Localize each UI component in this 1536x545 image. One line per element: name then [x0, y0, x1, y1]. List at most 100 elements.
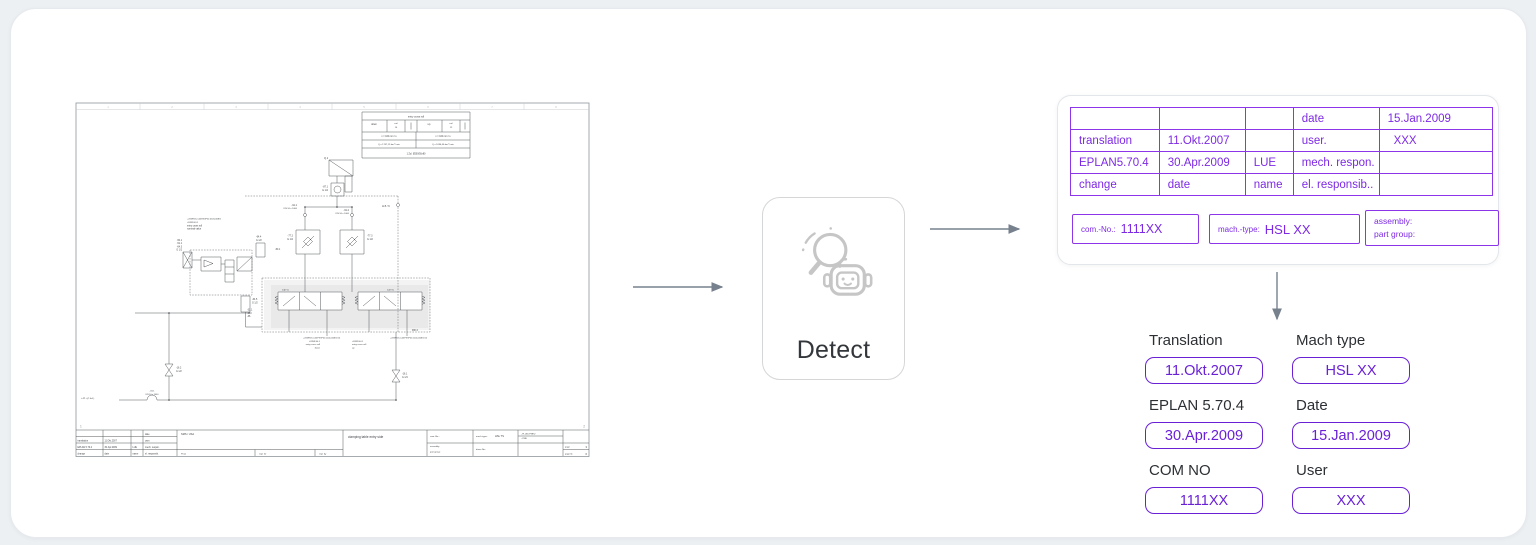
field-date: Date 15.Jan.2009	[1292, 397, 1410, 449]
detect-step-label: Detect	[796, 336, 871, 364]
schematic-label: DN 16 x 1000	[284, 208, 298, 210]
svg-text:2: 2	[171, 106, 173, 109]
detected-title-block-table: date 15.Jan.2009 translation 11.Okt.2007…	[1070, 107, 1493, 196]
schematic-label: -35	[247, 313, 251, 315]
svg-text:3: 3	[586, 445, 588, 449]
schematic-label: ⇐P1 ≈(7.0±1)	[81, 397, 95, 400]
table-cell: XXX	[1378, 129, 1493, 152]
table-cell	[1244, 107, 1294, 130]
com-no-value: 1111XX	[1120, 222, 1163, 236]
dashed-lines	[189, 195, 431, 333]
schematic-label: v = 100 mm / s	[435, 136, 451, 138]
schematic-label: G 1/2	[176, 371, 182, 373]
svg-text:8: 8	[555, 106, 557, 109]
svg-text:LUE: LUE	[133, 447, 138, 449]
table-cell: name	[1244, 173, 1294, 196]
com-no-label: com.-No.:	[1081, 224, 1116, 234]
schematic-label: -51.1	[177, 243, 183, 245]
svg-text:3: 3	[235, 106, 237, 109]
schematic-label: -01WR.04.1	[309, 341, 321, 343]
field-value-pill: HSL XX	[1292, 357, 1410, 384]
schematic-label: DN 16 x 1000	[336, 213, 350, 215]
ruler-digits: 1 2 3 4 5 6 7 8	[107, 106, 557, 109]
svg-text:- PNE: - PNE	[521, 438, 527, 440]
zone-number: 1	[80, 425, 82, 429]
detect-step-box: Detect	[762, 197, 905, 380]
svg-text:repl. for: repl. for	[259, 452, 267, 455]
svg-text:6: 6	[586, 452, 588, 456]
schematic-label: 1 Zyl. Ø200/50x80	[407, 154, 426, 156]
field-label: EPLAN 5.70.4	[1149, 397, 1245, 414]
field-value-pill: 11.Okt.2007	[1145, 357, 1263, 384]
schematic-label: -94.1	[150, 391, 156, 393]
field-value-pill: 1111XX	[1145, 487, 1263, 514]
mach-type-value: HSL XX	[1264, 221, 1311, 237]
table-cell	[1378, 173, 1493, 196]
field-user: User XXX	[1292, 462, 1410, 514]
table-cell: date	[1158, 173, 1246, 196]
com-no-box: com.-No.: 1111XX	[1072, 214, 1199, 244]
zone-number: 2	[583, 425, 585, 429]
schematic-label: DN 16 x 2000	[146, 394, 160, 396]
field-eplan: EPLAN 5.70.4 30.Apr.2009	[1145, 397, 1263, 449]
table-cell: mech. respon.	[1292, 151, 1380, 174]
schematic-label: -87.1	[323, 186, 329, 189]
schematic-label: G 1/2	[176, 250, 182, 252]
svg-text:mach.-type:: mach.-type:	[476, 435, 488, 438]
table-cell: 15.Jan.2009	[1378, 107, 1493, 130]
table-cell: change	[1070, 173, 1160, 196]
schematic-label: H 8 / 6	[382, 204, 390, 208]
assembly-label: assembly:	[1374, 216, 1413, 226]
schematic-label: -01WR.03.1	[187, 222, 199, 224]
svg-text:7: 7	[491, 106, 493, 109]
schematic-label: -01WR.04.1	[352, 341, 364, 343]
schematic-label: v = 100 mm / s	[381, 136, 397, 138]
field-label: COM NO	[1149, 462, 1211, 479]
schematic-label: Q = 1696,46 dm³ / min	[432, 143, 455, 146]
svg-text:1: 1	[107, 106, 109, 109]
svg-text:11.Okt.2007: 11.Okt.2007	[105, 439, 118, 442]
schematic-label: G 1/2	[287, 238, 294, 241]
schematic-label: -77.2	[288, 235, 294, 238]
schematic-label: RD 2	[412, 328, 418, 332]
schematic-label: entry cross roll	[408, 116, 425, 119]
schematic-label: 14(Y1)	[282, 289, 289, 291]
schematic-label: coil	[394, 123, 398, 125]
table-cell: translation	[1070, 129, 1160, 152]
table-cell	[1158, 107, 1246, 130]
field-label: Date	[1296, 397, 1328, 414]
schematic-label: entry cross roll	[187, 224, 202, 227]
schematic-label: -50.1	[177, 240, 183, 242]
robot-magnifier-icon	[801, 227, 873, 296]
field-label: Translation	[1149, 332, 1223, 349]
mach-type-label: mach.-type:	[1218, 224, 1260, 234]
schematic-label: -31.1	[247, 310, 253, 312]
schematic-label: -64.5	[252, 299, 258, 301]
svg-text:date: date	[145, 433, 150, 436]
schematic-label: G 1/2	[252, 302, 258, 304]
schematic-label: -50.1	[275, 249, 281, 251]
schematic-label: -16.2	[176, 368, 182, 370]
table-cell: el. responsib..	[1292, 173, 1380, 196]
schematic-label: Q.1	[324, 156, 329, 160]
table-cell	[1244, 129, 1294, 152]
schematic-label: 12(Y2)	[387, 289, 394, 291]
detection-result-card: date 15.Jan.2009 translation 11.Okt.2007…	[1057, 95, 1499, 265]
schematic-label: G 1/2	[367, 238, 374, 241]
junction-dots	[168, 206, 397, 401]
schematic-label: 12	[450, 127, 453, 129]
svg-text:page: page	[565, 447, 571, 449]
eplan-version: 5.70.4	[1116, 156, 1149, 169]
schematic-label: 14	[395, 127, 398, 129]
svg-text:EPLAN 5.70.4: EPLAN 5.70.4	[78, 446, 93, 449]
schematic-label: +21WR13+C04RXXP02.0103-003K1	[187, 219, 222, 221]
engineering-drawing: 1 2 3 4 5 6 7 8	[75, 102, 590, 457]
svg-text:part group:: part group:	[430, 451, 441, 454]
table-cell: date	[1292, 107, 1380, 130]
schematic-label: -64.4	[256, 237, 262, 239]
field-value-pill: 30.Apr.2009	[1145, 422, 1263, 449]
table-cell: user.	[1292, 129, 1380, 152]
title-block: date translation 11.Okt.2007 user. EPLAN…	[78, 432, 588, 456]
field-mach-type: Mach type HSL XX	[1292, 332, 1410, 384]
